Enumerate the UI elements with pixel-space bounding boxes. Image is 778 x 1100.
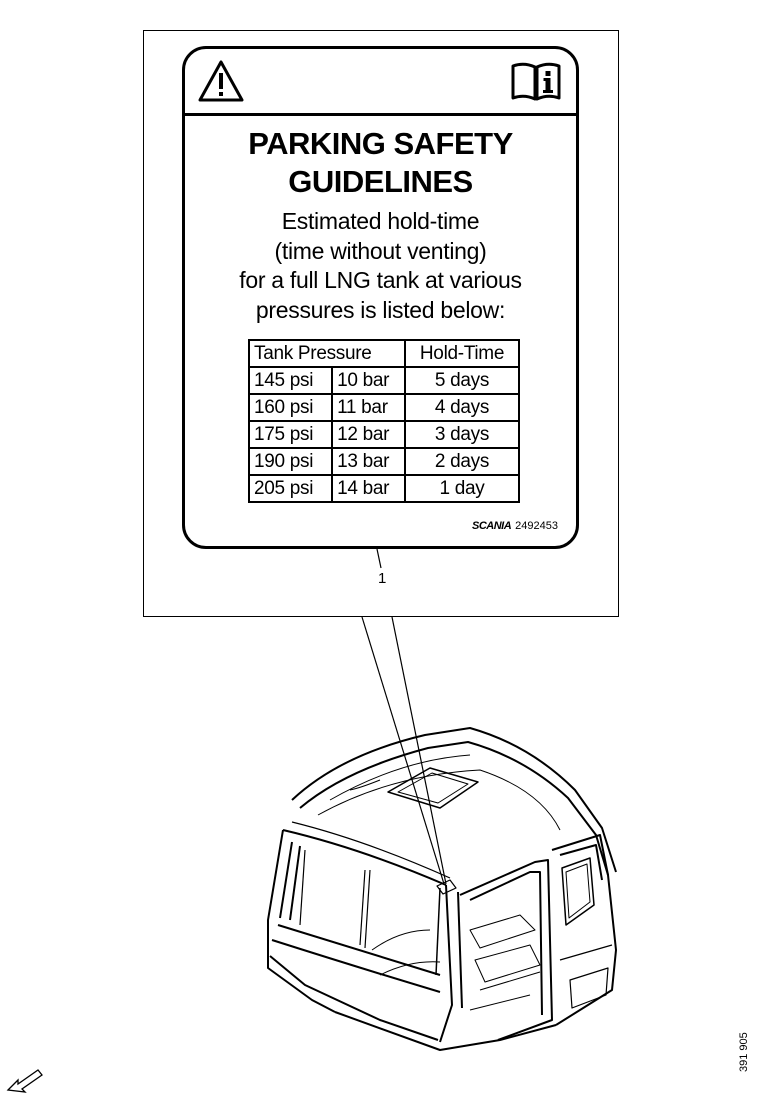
- direction-arrow-icon: [6, 1069, 43, 1093]
- parking-safety-label: PARKING SAFETY GUIDELINES Estimated hold…: [182, 46, 579, 549]
- title-line: GUIDELINES: [288, 164, 473, 199]
- title-line: PARKING SAFETY: [248, 126, 513, 161]
- leader-line: [376, 548, 382, 569]
- psi-cell: 205 psi: [247, 474, 334, 503]
- hold-time-cell: 3 days: [404, 420, 520, 449]
- manual-info-icon: [511, 62, 561, 101]
- bar-cell: 12 bar: [331, 420, 406, 449]
- warning-triangle-icon: [198, 60, 244, 102]
- hold-time-cell: 5 days: [404, 366, 520, 395]
- pointer-line-left: [361, 616, 445, 885]
- callout-number: 1: [378, 570, 387, 587]
- header-tank-pressure: Tank Pressure: [248, 339, 406, 368]
- hold-time-cell: 4 days: [404, 393, 520, 422]
- table-header-row: Tank Pressure Hold-Time: [248, 339, 520, 368]
- bar-cell: 11 bar: [331, 393, 406, 422]
- bar-cell: 14 bar: [331, 474, 406, 503]
- table-row: 175 psi 12 bar 3 days: [247, 420, 520, 449]
- truck-cab: [267, 727, 617, 1051]
- bar-cell: 10 bar: [331, 366, 406, 395]
- table-row: 205 psi 14 bar 1 day: [247, 474, 520, 503]
- description-line: pressures is listed below:: [255, 296, 506, 323]
- psi-cell: 160 psi: [247, 393, 334, 422]
- table-row: 160 psi 11 bar 4 days: [247, 393, 520, 422]
- bar-cell: 13 bar: [331, 447, 406, 476]
- illustration-frame: [143, 30, 619, 617]
- description-line: (time without venting): [274, 237, 487, 264]
- figure-number: 391 905: [738, 1032, 750, 1072]
- part-number: 2492453: [515, 520, 558, 532]
- psi-cell: 145 psi: [247, 366, 334, 395]
- label-header: [185, 49, 576, 116]
- hold-time-table: Tank Pressure Hold-Time 145 psi 10 bar 5…: [247, 339, 520, 503]
- psi-cell: 190 psi: [247, 447, 334, 476]
- table-row: 190 psi 13 bar 2 days: [247, 447, 520, 476]
- hold-time-cell: 1 day: [404, 474, 520, 503]
- brand-logo: SCANIA: [472, 520, 512, 532]
- label-description: Estimated hold-time (time without ventin…: [185, 207, 576, 325]
- description-line: for a full LNG tank at various: [239, 267, 522, 293]
- label-title: PARKING SAFETY GUIDELINES: [185, 125, 576, 201]
- description-line: Estimated hold-time: [281, 208, 480, 234]
- hold-time-cell: 2 days: [404, 447, 520, 476]
- header-hold-time: Hold-Time: [404, 339, 520, 368]
- psi-cell: 175 psi: [247, 420, 334, 449]
- table-row: 145 psi 10 bar 5 days: [247, 366, 520, 395]
